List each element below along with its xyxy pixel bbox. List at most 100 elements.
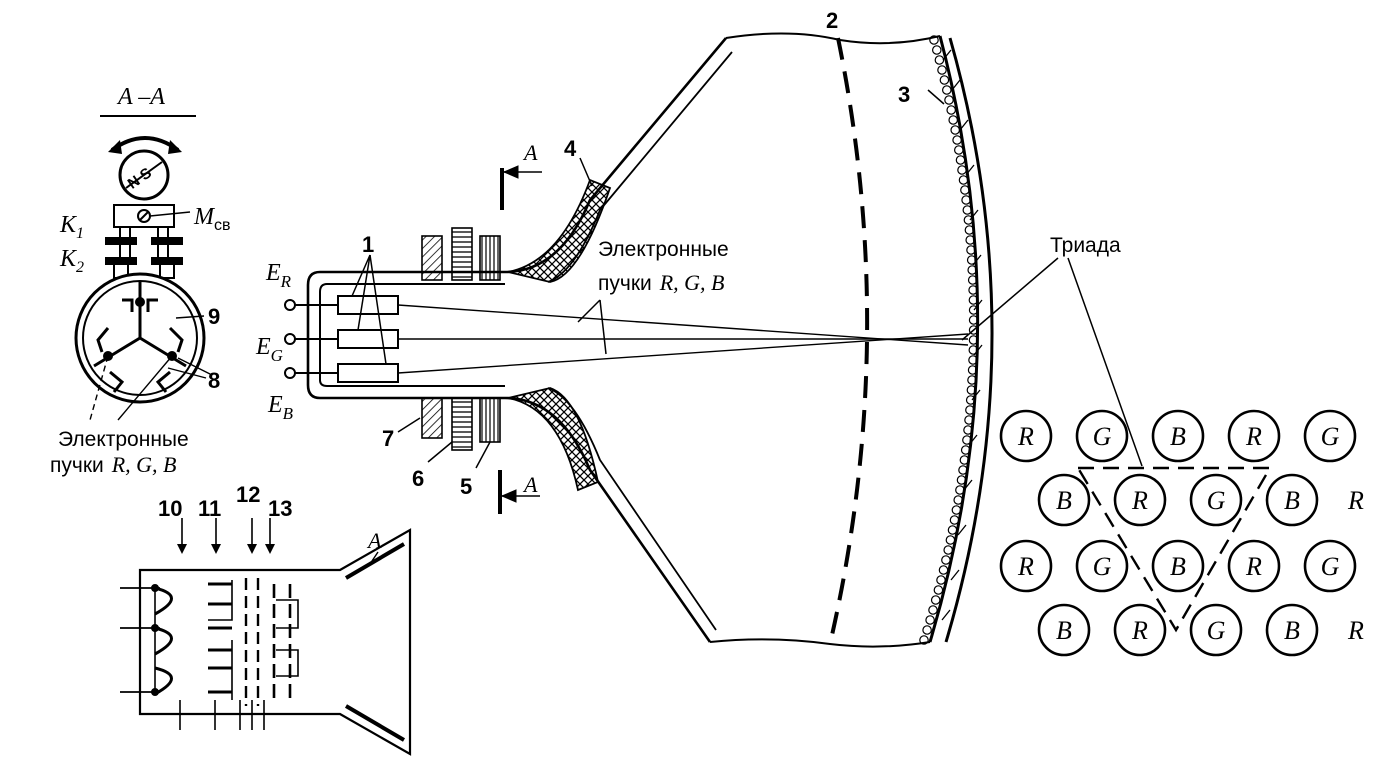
phosphor-dot <box>960 445 971 455</box>
phosphor-dot <box>968 325 979 335</box>
phosphor-letter: G <box>1093 552 1112 581</box>
phosphor-dot <box>966 255 977 265</box>
label-coil-6: 6 <box>412 466 424 491</box>
tube-envelope-outer <box>306 270 712 643</box>
label-10: 10 <box>158 496 182 521</box>
label-8: 8 <box>208 368 220 393</box>
phosphor-dot <box>943 545 953 555</box>
phosphor-dot <box>948 115 958 125</box>
phosphor-dot <box>960 185 970 195</box>
phosphor-dot <box>962 205 973 215</box>
phosphor-letter: G <box>1321 552 1340 581</box>
phosphor-dot-b <box>1037 473 1091 527</box>
gun-r <box>337 295 399 315</box>
coil-5-top <box>479 235 501 281</box>
pole-pieces <box>93 282 187 393</box>
label-a-bottom: A <box>522 472 538 497</box>
phosphor-dot <box>963 425 973 435</box>
deflection-yoke <box>507 178 612 492</box>
phosphor-letter: G <box>1093 422 1112 451</box>
phosphor-dot <box>953 495 963 505</box>
triad-outline <box>1075 466 1273 633</box>
phosphor-dot <box>966 385 977 395</box>
phosphor-dot-r <box>1113 603 1167 657</box>
phosphor-dot <box>945 535 956 545</box>
phosphor-dot-r <box>999 539 1053 593</box>
label-phosphor: 3 <box>898 82 910 107</box>
phosphor-dot <box>956 475 967 485</box>
gun-structure-diagram <box>120 518 412 756</box>
label-k1: K1 <box>59 212 84 242</box>
electron-beams <box>397 304 969 374</box>
phosphor-dot-r <box>999 409 1053 463</box>
phosphor-dot <box>963 215 974 225</box>
section-view: A –A N S K1 K2 Mсв <box>50 84 231 477</box>
terminal-er <box>284 299 296 311</box>
phosphor-dot-b <box>1151 539 1205 593</box>
phosphor-letter: B <box>1284 616 1300 645</box>
phosphor-letter: R <box>1347 486 1364 515</box>
phosphor-dot <box>955 155 966 165</box>
label-coil-5: 5 <box>460 474 472 499</box>
phosphor-dot <box>968 285 978 295</box>
phosphor-dot <box>968 295 979 305</box>
label-k2: K2 <box>59 246 84 276</box>
phosphor-dot <box>967 375 977 385</box>
leader-lines <box>351 89 1143 469</box>
terminal-eb <box>284 367 296 379</box>
phosphor-dot-g <box>1075 539 1129 593</box>
phosphor-letter: B <box>1170 552 1186 581</box>
phosphor-dot <box>968 315 979 325</box>
phosphor-dot <box>947 525 958 535</box>
phosphor-letter: B <box>1170 422 1186 451</box>
phosphor-dot <box>938 565 949 575</box>
phosphor-letter: G <box>1207 486 1226 515</box>
phosphor-dot <box>958 175 969 185</box>
electron-guns <box>284 295 399 383</box>
phosphor-dot <box>964 225 975 235</box>
phosphor-dot-r <box>1113 473 1167 527</box>
caption-triad: Триада <box>1050 234 1121 257</box>
label-m: Mсв <box>193 204 231 234</box>
label-9: 9 <box>208 304 220 329</box>
tube-bottom-edge <box>709 638 931 648</box>
phosphor-dot <box>968 305 979 315</box>
phosphor-letter: R <box>1131 486 1148 515</box>
coil-6-top <box>451 227 473 281</box>
label-12: 12 <box>236 482 260 507</box>
phosphor-letter: B <box>1056 616 1072 645</box>
label-shadow-mask: 2 <box>826 8 838 33</box>
tube-envelope-top <box>504 37 727 274</box>
caption-left-1: Электронные <box>58 428 189 451</box>
phosphor-dot <box>968 335 979 345</box>
phosphor-dot <box>965 405 975 415</box>
phosphor-dot-g <box>1303 539 1357 593</box>
tube-envelope-inner <box>319 283 505 387</box>
phosphor-dot <box>928 605 938 615</box>
phosphor-dot <box>953 145 964 155</box>
phosphor-dot <box>930 595 941 605</box>
rotation-arrow-icon <box>110 136 180 152</box>
phosphor-dot <box>967 275 978 285</box>
phosphor-letter: G <box>1207 616 1226 645</box>
phosphor-dot <box>968 355 978 365</box>
phosphor-letter: R <box>1245 422 1262 451</box>
screen-inner <box>944 37 994 643</box>
gun-g <box>337 329 399 349</box>
magnet-holder <box>105 204 183 279</box>
phosphor-letter: B <box>1056 486 1072 515</box>
label-eb: EB <box>267 392 294 423</box>
yoke-top <box>507 178 612 283</box>
phosphor-letter: R <box>1245 552 1262 581</box>
label-a-small: A <box>366 528 382 553</box>
yoke-bottom <box>507 387 600 492</box>
terminal-eg <box>284 333 296 345</box>
phosphor-dot <box>946 105 956 115</box>
phosphor-dot <box>968 345 979 355</box>
tube-top-edge <box>725 32 941 45</box>
phosphor-dot <box>919 635 929 645</box>
